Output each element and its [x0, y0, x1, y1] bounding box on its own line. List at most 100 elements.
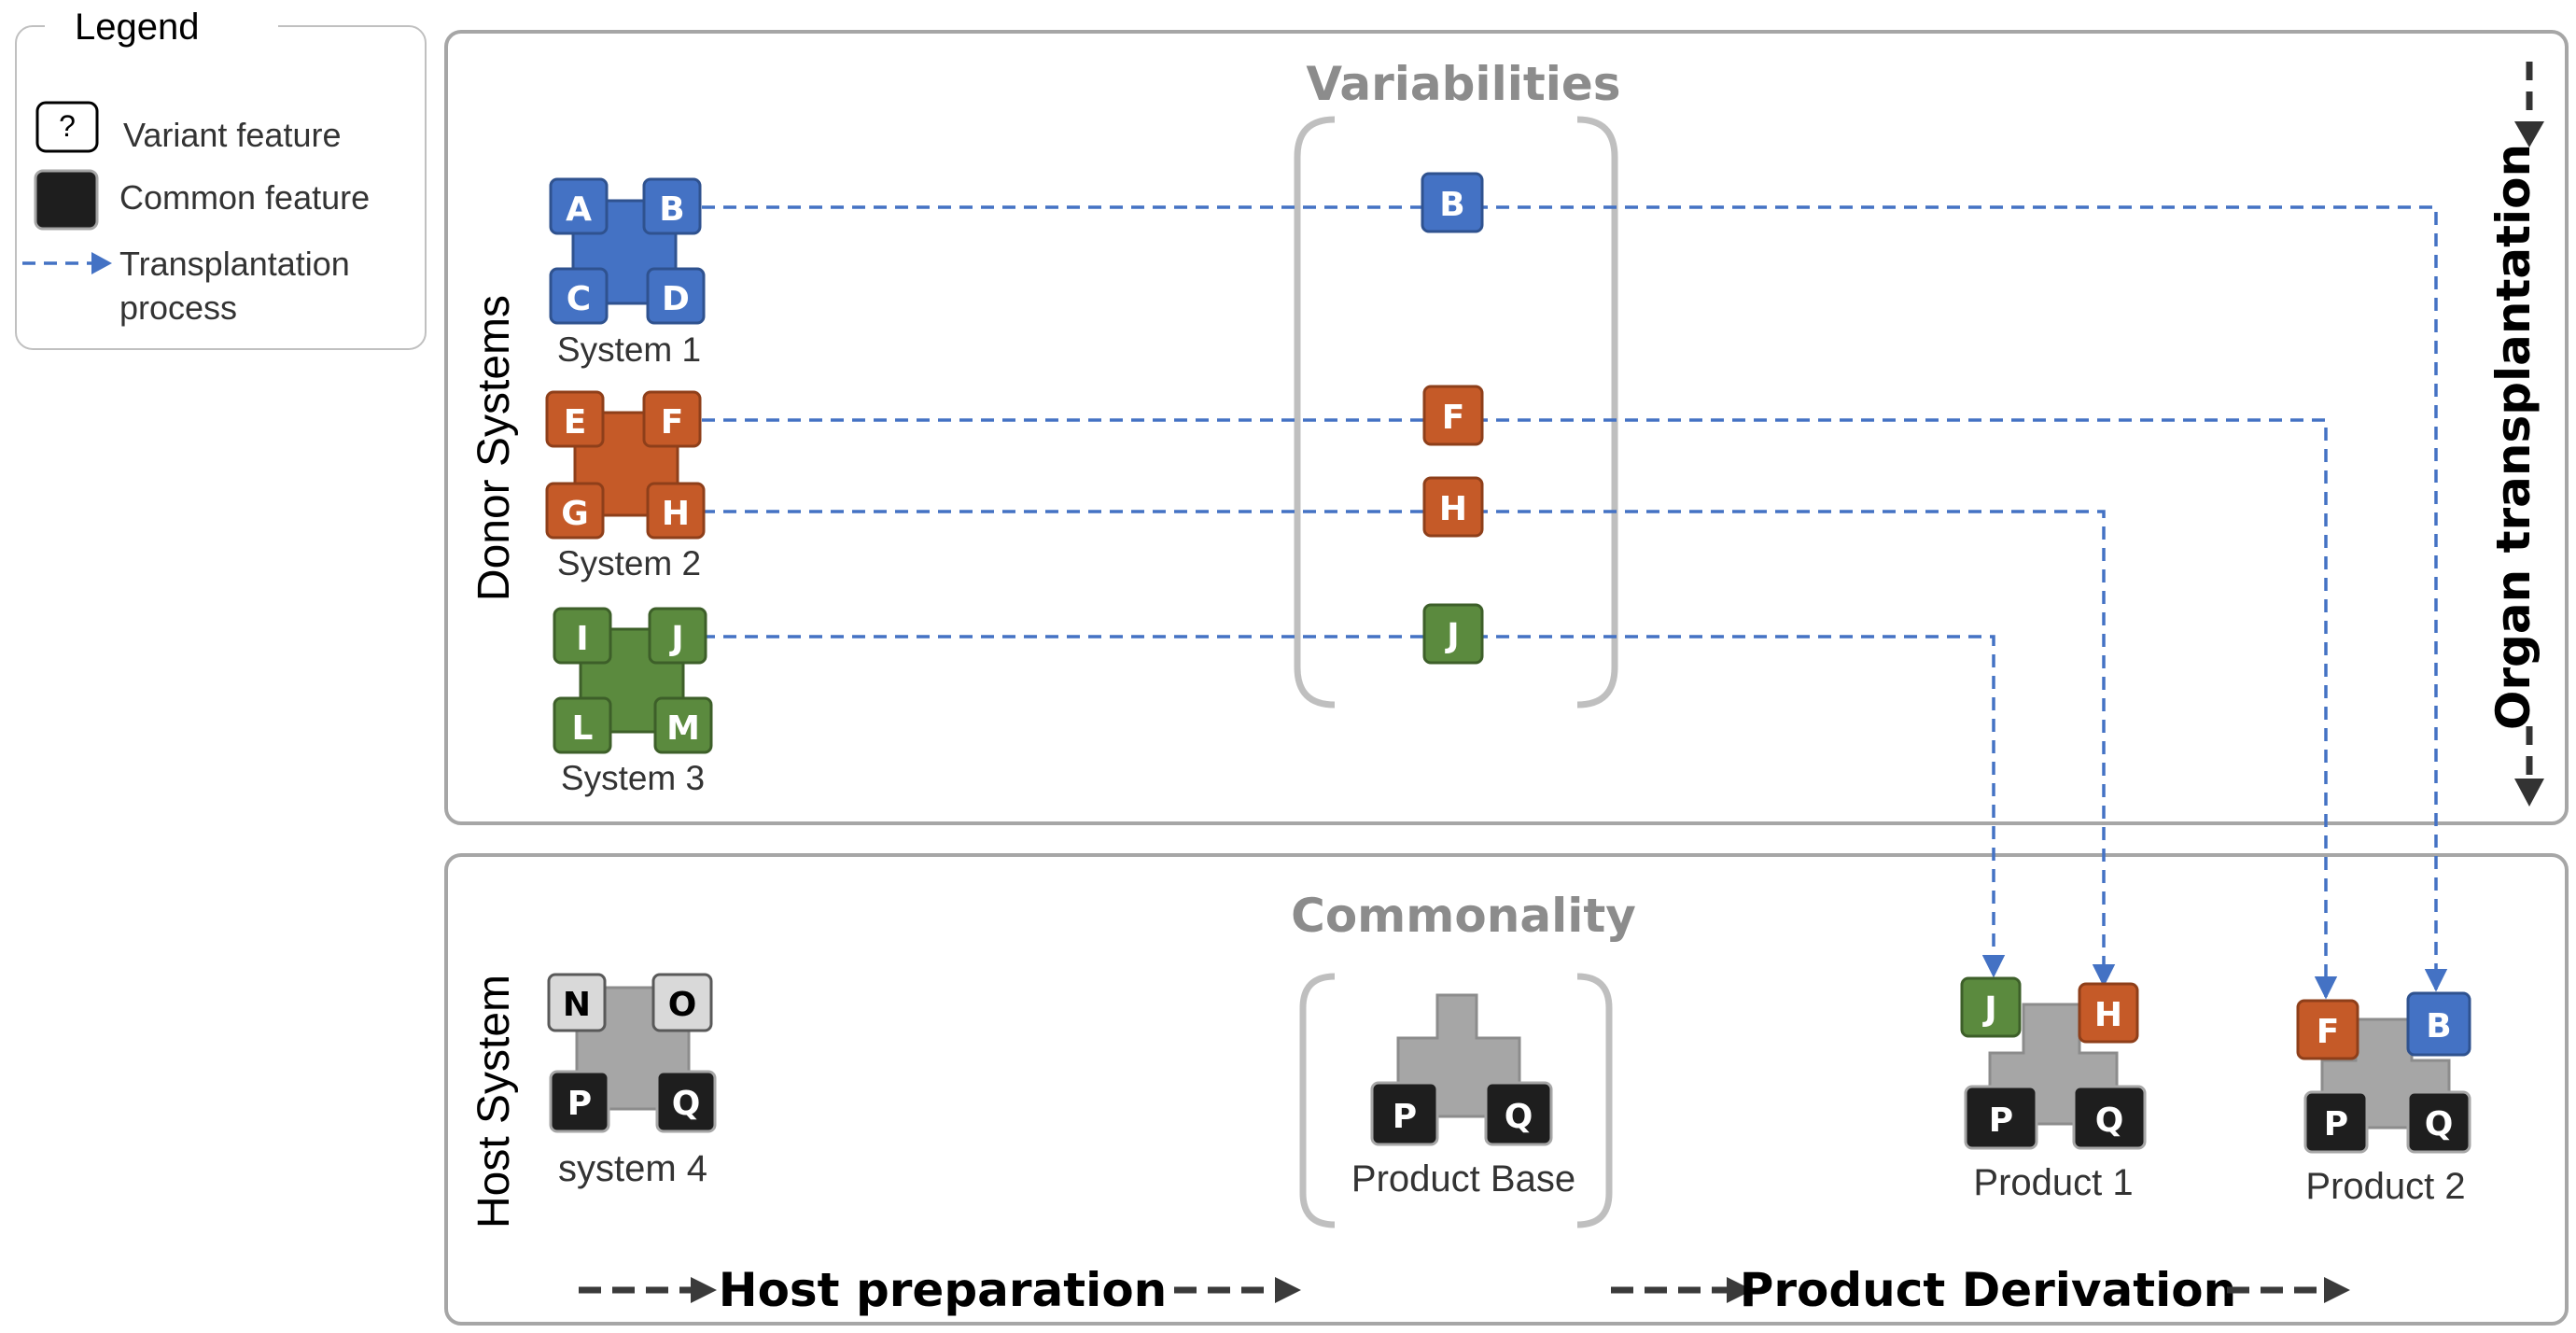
- transplant-line-f: [702, 418, 2338, 1000]
- derivation-arrowhead-right: [2324, 1277, 2350, 1303]
- feature-c-label: C: [567, 280, 591, 318]
- feature-l: [553, 696, 612, 754]
- host-preparation-label: Host preparation: [719, 1263, 1168, 1317]
- product-1: J H P Q Product 1: [1960, 976, 2147, 1203]
- variability-h: [1422, 476, 1484, 538]
- base-feature-p: [1370, 1081, 1439, 1146]
- transplant-line-b: [702, 205, 2448, 992]
- common-feature-icon: [34, 169, 99, 231]
- variabilities-title: Variabilities: [1306, 57, 1620, 111]
- variability-f: [1422, 385, 1484, 446]
- system-1-name: System 1: [557, 330, 701, 369]
- variability-f-label: F: [1442, 399, 1465, 437]
- variant-feature-icon: [35, 101, 99, 153]
- derivation-arrowhead-left: [1727, 1277, 1753, 1303]
- system-3-name: System 3: [561, 759, 705, 797]
- organ-arrowhead-bottom: [2514, 779, 2544, 807]
- feature-a-label: A: [566, 190, 592, 229]
- product-base-name: Product Base: [1351, 1158, 1575, 1200]
- product-2-feature-p: [2303, 1090, 2369, 1154]
- product-2-name: Product 2: [2305, 1166, 2465, 1207]
- system-2: E F G H System 2: [545, 390, 706, 582]
- transplant-line-j: [702, 635, 2006, 978]
- legend-title: Legend: [75, 7, 199, 48]
- base-feature-p-label: P: [1393, 1098, 1417, 1136]
- feature-n-label: N: [563, 986, 591, 1024]
- feature-g: [545, 482, 605, 540]
- system-1: A B C D System 1: [549, 177, 706, 369]
- commonality-right-bracket: [1576, 973, 1613, 1228]
- transplant-arrowhead-icon: [91, 252, 112, 274]
- feature-n: [547, 973, 607, 1032]
- host-system-label: Host System: [469, 975, 519, 1228]
- donor-systems-label: Donor Systems: [469, 295, 519, 601]
- feature-d: [646, 267, 706, 325]
- variability-j: [1422, 603, 1484, 665]
- feature-i: [553, 607, 612, 665]
- feature-i-label: I: [576, 620, 588, 658]
- host-system-4: N O P Q system 4: [547, 973, 717, 1189]
- variant-feature-label: Variant feature: [123, 116, 341, 154]
- organ-transplantation-label: Organ transplantation: [2486, 144, 2541, 730]
- feature-h-label: H: [662, 495, 690, 533]
- feature-f: [642, 390, 702, 448]
- feature-l-label: L: [572, 709, 594, 748]
- host-feature-p: [549, 1070, 610, 1133]
- feature-o: [651, 973, 713, 1032]
- variabilities-right-bracket: [1576, 116, 1618, 709]
- base-feature-q: [1484, 1081, 1553, 1146]
- product-2-feature-q: [2406, 1090, 2471, 1154]
- product-base: P Q Product Base: [1351, 993, 1575, 1200]
- variability-j-label: J: [1444, 617, 1459, 655]
- product-1-feature-h: [2078, 982, 2139, 1044]
- product-derivation-label: Product Derivation: [1740, 1263, 2237, 1317]
- feature-b: [642, 177, 702, 235]
- product-2: F B P Q Product 2: [2296, 991, 2471, 1207]
- feature-e-label: E: [564, 403, 587, 442]
- host-system-name: system 4: [558, 1148, 707, 1189]
- variabilities-features: B F H J: [1421, 172, 1484, 665]
- transplant-label-line1: Transplantation: [119, 245, 350, 283]
- product-2-feature-b-label: B: [2426, 1007, 2451, 1045]
- transplant-lines: [702, 205, 2448, 1000]
- feature-o-label: O: [668, 986, 697, 1024]
- system-3: I J L M System 3: [553, 607, 713, 797]
- product-1-feature-p-label: P: [1989, 1101, 2013, 1140]
- feature-g-label: G: [561, 495, 589, 533]
- product-1-feature-j-label: J: [1981, 990, 1996, 1029]
- feature-e: [545, 390, 605, 448]
- host-prep-arrowhead-right: [1275, 1277, 1301, 1303]
- product-1-feature-p: [1964, 1085, 2038, 1150]
- variability-b-label: B: [1439, 186, 1464, 224]
- product-2-feature-p-label: P: [2324, 1105, 2348, 1144]
- product-2-feature-q-label: Q: [2425, 1105, 2454, 1144]
- feature-f-label: F: [661, 403, 684, 442]
- base-feature-q-label: Q: [1505, 1098, 1533, 1136]
- host-feature-q-label: Q: [672, 1085, 701, 1123]
- product-1-feature-q: [2072, 1085, 2147, 1150]
- variant-feature-symbol: ?: [59, 109, 76, 143]
- common-feature-label: Common feature: [119, 178, 370, 217]
- system-2-name: System 2: [557, 544, 701, 582]
- variability-b: [1421, 172, 1484, 233]
- host-prep-arrowhead-left: [691, 1277, 717, 1303]
- donor-panel: Donor Systems Variabilities Organ transp…: [444, 30, 2569, 825]
- feature-j: [648, 607, 707, 665]
- variability-h-label: H: [1439, 490, 1467, 528]
- feature-m: [653, 696, 713, 754]
- product-2-feature-b: [2406, 991, 2471, 1057]
- feature-m-label: M: [666, 709, 700, 748]
- host-feature-p-label: P: [567, 1085, 592, 1123]
- transplant-label-line2: process: [119, 288, 237, 327]
- product-1-name: Product 1: [1973, 1162, 2133, 1203]
- feature-h: [646, 482, 706, 540]
- commonality-title: Commonality: [1291, 889, 1636, 943]
- commonality-left-bracket: [1299, 973, 1336, 1228]
- product-1-feature-j: [1960, 976, 2022, 1038]
- product-2-feature-f: [2296, 999, 2359, 1060]
- feature-a: [549, 177, 609, 235]
- product-2-feature-f-label: F: [2317, 1013, 2340, 1051]
- variabilities-left-bracket: [1294, 116, 1336, 709]
- organ-arrowhead-top: [2514, 121, 2544, 147]
